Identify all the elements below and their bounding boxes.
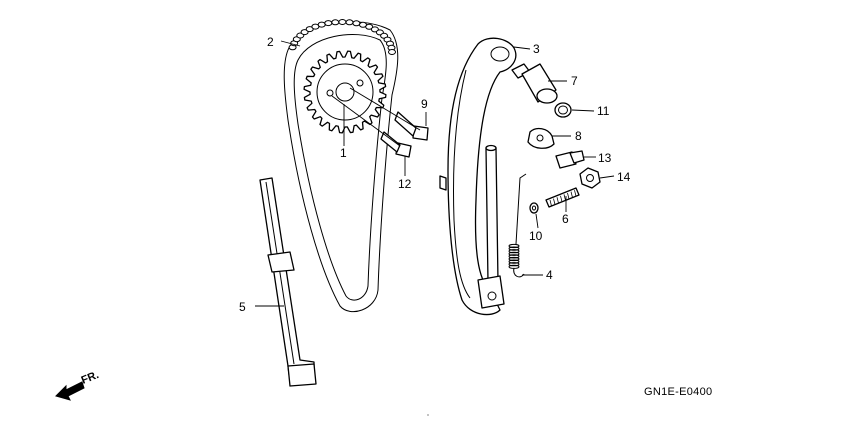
spring-coil [508,262,520,267]
stopper-plate [527,127,555,149]
cam-chain [283,19,399,312]
chain-link [338,19,347,25]
thread-line [556,197,559,204]
adjusting-bolt [545,187,580,208]
front-arrow-icon [55,381,85,401]
callout-2: 2 [267,35,274,49]
callout-9: 9 [421,97,428,111]
sprocket-bolt-lower [380,131,412,158]
spring-coil [508,259,520,264]
chain-link [388,49,396,55]
thread-line [549,199,552,207]
callout-1: 1 [340,146,347,160]
callout-4: 4 [546,268,553,282]
callout-6: 6 [562,212,569,226]
tensioner-push-rod [511,63,558,104]
spring-coil [508,254,520,259]
callout-14: 14 [617,170,631,184]
callout-5: 5 [239,300,246,314]
chain-link [345,19,354,26]
spring-coil [508,256,520,262]
spring-coil [508,249,520,254]
diagram-code: GN1E-E0400 [644,386,712,398]
callout-10: 10 [529,229,543,243]
thread-line [563,194,566,201]
tensioner-arm [439,37,517,316]
front-label: FR. [80,369,101,387]
spring-coil [508,246,520,251]
nut [579,167,601,189]
chain-link [317,21,326,28]
chain-link [331,19,340,26]
spring-coil [508,264,520,269]
callout-8: 8 [575,129,582,143]
spring-coil [508,251,520,256]
washer [529,202,539,214]
tensioner-spring [508,173,527,278]
thread-line [553,198,556,205]
o-ring [554,102,572,118]
leader-lines [255,40,615,307]
flange-bolt [555,150,585,169]
thread-line [560,195,563,202]
cam-sprocket [303,50,387,134]
callout-3: 3 [533,42,540,56]
sprocket-bolt-upper [394,111,429,141]
tensioner-pivot-rod [477,144,505,309]
callout-11: 11 [597,104,610,118]
front-direction-indicator: FR. [55,369,101,401]
chain-link [324,20,333,27]
callout-labels: 1 2 3 4 5 6 7 8 9 10 11 12 13 14 [239,35,631,314]
chain-guide [259,177,317,387]
thread-line [574,190,577,197]
callout-13: 13 [598,151,612,165]
chain-link [352,20,361,27]
callout-12: 12 [398,177,412,191]
thread-line [570,191,573,198]
callout-7: 7 [571,74,578,88]
thread-line [567,192,570,200]
spring-coil [508,243,520,249]
